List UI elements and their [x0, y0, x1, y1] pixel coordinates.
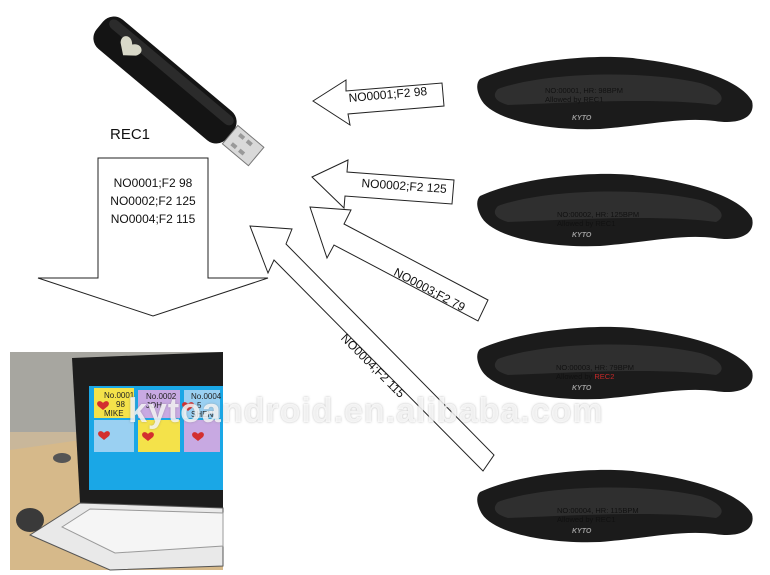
strap-id-hr: NO:00004, HR: 115BPM	[557, 506, 639, 515]
heart-icon	[97, 401, 109, 410]
arrow-3	[309, 206, 489, 322]
strap-receiver: REC1	[583, 95, 604, 104]
chest-strap-1: KYTO	[477, 56, 753, 130]
strap-id-hr: NO:00002, HR: 125BPM	[557, 210, 640, 219]
computer-data-line-2: NO0002;F2 125	[110, 194, 196, 208]
arrow-4	[249, 225, 495, 472]
strap-id-hr: NO:00001, HR: 98BPM	[545, 86, 623, 95]
heart-icon	[142, 432, 154, 441]
heart-icon	[98, 431, 110, 440]
tile-number: No.0002	[146, 392, 177, 401]
screen-tile-text-2: No.0002 JOH	[146, 392, 176, 410]
usb-receiver-icon	[93, 16, 265, 167]
laptop-photo	[10, 352, 224, 571]
strap-receiver: REC1	[595, 515, 616, 524]
heart-icon	[182, 402, 194, 411]
tile-value: 98	[116, 400, 125, 409]
strap-brand-logo: KYTO	[572, 232, 592, 239]
receiver-label: REC1	[110, 126, 151, 143]
heart-icon	[192, 432, 204, 441]
screen-tile-text-1: No.0001 98 MIKE	[104, 391, 134, 418]
screen-tile-text-3: No.0004 5 SHEN	[191, 392, 221, 419]
strap-receiver: REC1	[595, 219, 616, 228]
tile-name: SHEN	[191, 410, 214, 419]
strap-brand-logo: KYTO	[572, 528, 592, 535]
arrow-2	[311, 159, 455, 210]
strap-text-1: NO:00001, HR: 98BPM Allowed by REC1	[545, 86, 623, 104]
strap-allowed-label: Allowed by	[557, 515, 596, 524]
strap-id-hr: NO:00003, HR: 79BPM	[556, 363, 634, 372]
computer-data-line-1: NO0001;F2 98	[113, 176, 193, 190]
strap-allowed-label: Allowed by	[545, 95, 584, 104]
strap-brand-logo: KYTO	[572, 385, 592, 392]
arrow-1	[312, 79, 445, 127]
strap-allowed-label: Allowed by	[557, 219, 596, 228]
tile-name: MIKE	[104, 409, 124, 418]
computer-data-line-3: NO0004;F2 115	[110, 212, 196, 226]
screen-tiles	[94, 388, 220, 452]
screen-tile-2	[138, 390, 180, 418]
down-arrow	[37, 157, 269, 317]
tile-name: JOH	[146, 401, 162, 410]
strap-text-4: NO:00004, HR: 115BPM Allowed by REC1	[557, 506, 639, 524]
strap-text-3: NO:00003, HR: 79BPM Allowed by REC2	[556, 363, 634, 381]
strap-allowed-label: Allowed by	[556, 372, 595, 381]
chest-strap-2: KYTO	[477, 173, 753, 247]
chest-strap-4: KYTO	[477, 469, 753, 543]
chest-strap-3: KYTO	[477, 326, 753, 400]
tile-value: 5	[197, 401, 202, 410]
strap-brand-logo: KYTO	[572, 115, 592, 122]
tile-number: No.0001	[104, 391, 135, 400]
strap-text-2: NO:00002, HR: 125BPM Allowed by REC1	[557, 210, 639, 228]
tile-number: No.0004	[191, 392, 222, 401]
watermark: kytoandroid.en.alibaba.com	[128, 392, 604, 430]
strap-receiver: REC2	[594, 372, 615, 381]
